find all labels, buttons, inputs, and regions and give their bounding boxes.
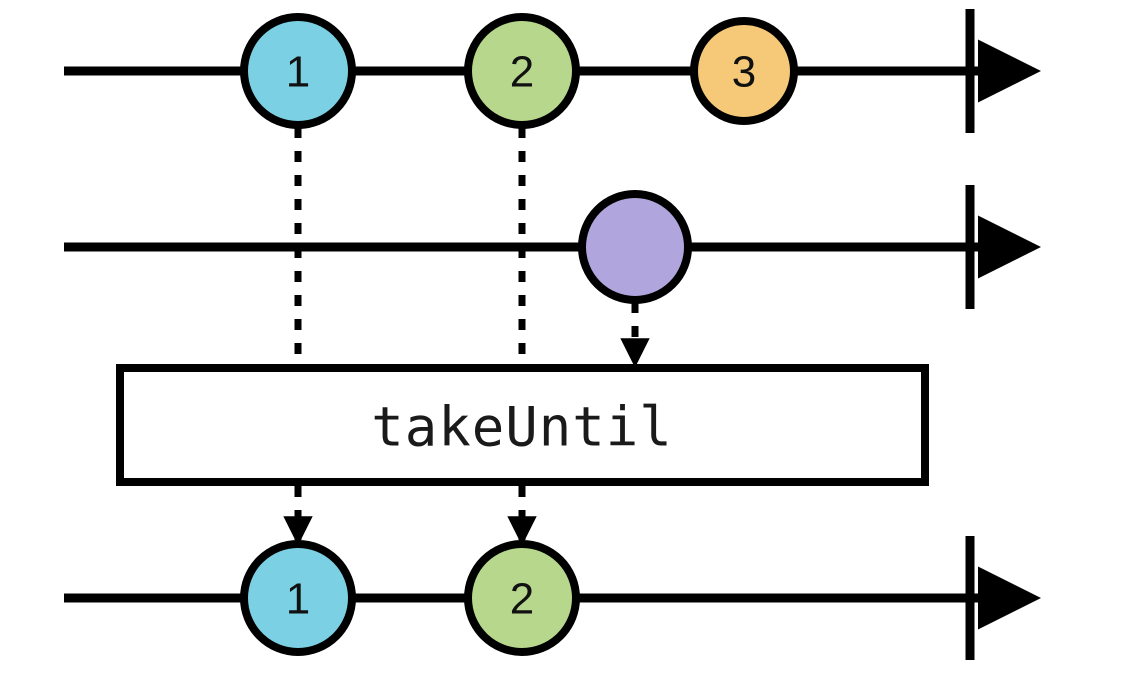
marble-circle (690, 17, 798, 125)
marble-circle (578, 190, 692, 304)
marble-circle (464, 13, 580, 129)
marble[interactable]: 3 (690, 17, 798, 125)
marble[interactable]: 2 (464, 13, 580, 129)
marble[interactable]: 1 (240, 540, 356, 656)
marbles-group: 1 2 3 1 2 (240, 13, 798, 656)
connectors-group (283, 127, 650, 546)
marble-circle (240, 540, 356, 656)
marble-circle (464, 540, 580, 656)
marble[interactable] (578, 190, 692, 304)
marble-value-label: 1 (286, 48, 310, 97)
operator-box-rect (116, 364, 929, 486)
operator-name-label: takeUntil (371, 396, 673, 459)
marble[interactable]: 1 (240, 13, 356, 129)
marble-value-label: 2 (510, 48, 534, 97)
marble[interactable]: 2 (464, 540, 580, 656)
notifier-timeline (64, 185, 1041, 309)
marble-circle (240, 13, 356, 129)
marble-value-label: 2 (510, 575, 534, 624)
marble-value-label: 3 (732, 48, 756, 97)
operator-box[interactable]: takeUntil (116, 364, 929, 486)
marble-value-label: 1 (286, 575, 310, 624)
